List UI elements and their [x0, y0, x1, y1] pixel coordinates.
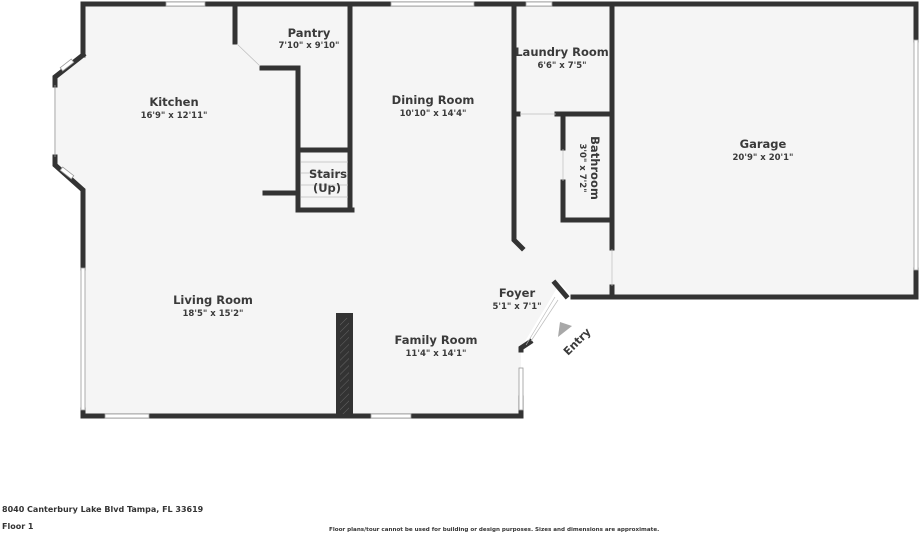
- svg-text:Garage: Garage: [740, 137, 787, 151]
- floor-label: Floor 1: [2, 522, 34, 531]
- disclaimer: Floor plans/tour cannot be used for buil…: [329, 527, 660, 533]
- stairs: [301, 161, 348, 198]
- svg-text:11'4" x 14'1": 11'4" x 14'1": [406, 349, 467, 359]
- svg-text:Kitchen: Kitchen: [149, 95, 198, 109]
- room-bathroom: Bathroom 3'0" x 7'2": [577, 136, 602, 200]
- svg-text:18'5" x 15'2": 18'5" x 15'2": [183, 309, 244, 319]
- room-kitchen: Kitchen 16'9" x 12'11": [141, 95, 208, 121]
- svg-text:Foyer: Foyer: [499, 286, 536, 300]
- room-family-room: Family Room 11'4" x 14'1": [395, 333, 478, 359]
- svg-text:Bathroom: Bathroom: [588, 136, 602, 200]
- svg-text:10'10" x 14'4": 10'10" x 14'4": [400, 109, 467, 119]
- room-foyer: Foyer 5'1" x 7'1": [492, 286, 541, 312]
- room-dining-room: Dining Room 10'10" x 14'4": [392, 93, 475, 119]
- svg-text:3'0" x 7'2": 3'0" x 7'2": [577, 143, 587, 192]
- entry-arrow-icon: [558, 322, 572, 337]
- svg-text:Laundry Room: Laundry Room: [515, 45, 609, 59]
- floor-area: [54, 4, 916, 416]
- svg-text:Stairs: Stairs: [309, 167, 347, 181]
- fireplace: [340, 318, 349, 414]
- svg-text:16'9" x 12'11": 16'9" x 12'11": [141, 111, 208, 121]
- svg-text:Pantry: Pantry: [288, 26, 331, 40]
- room-stairs: Stairs (Up): [309, 167, 347, 195]
- exterior-walls: [52, 1, 919, 419]
- svg-text:Family Room: Family Room: [395, 333, 478, 347]
- floor-plan: Entry Kitchen 16'9" x 12'11" Pantry 7'10…: [52, 1, 919, 419]
- svg-text:(Up): (Up): [313, 181, 341, 195]
- svg-text:6'6" x 7'5": 6'6" x 7'5": [537, 61, 586, 71]
- svg-text:Living Room: Living Room: [173, 293, 253, 307]
- svg-text:Dining Room: Dining Room: [392, 93, 475, 107]
- room-garage: Garage 20'9" x 20'1": [733, 137, 794, 163]
- room-living-room: Living Room 18'5" x 15'2": [173, 293, 253, 319]
- svg-text:7'10" x 9'10": 7'10" x 9'10": [279, 41, 340, 51]
- room-pantry: Pantry 7'10" x 9'10": [279, 26, 340, 51]
- property-address: 8040 Canterbury Lake Blvd Tampa, FL 3361…: [2, 505, 204, 514]
- room-laundry-room: Laundry Room 6'6" x 7'5": [515, 45, 609, 71]
- svg-text:20'9" x 20'1": 20'9" x 20'1": [733, 153, 794, 163]
- door-openings: [236, 43, 613, 346]
- svg-text:5'1" x 7'1": 5'1" x 7'1": [492, 302, 541, 312]
- windows: [54, 1, 919, 419]
